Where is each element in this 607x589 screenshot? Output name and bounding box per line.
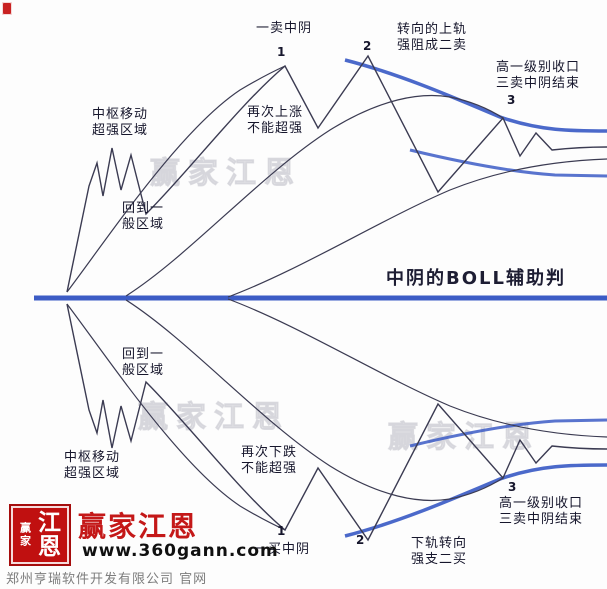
envelope-curve-lower [66, 303, 286, 531]
brand-name: 赢家江恩 [78, 510, 199, 543]
marker-1-top: 1 [277, 45, 286, 59]
corner-seal-mark [2, 2, 12, 15]
label-back-normal-top: 回到一 般区域 [122, 201, 165, 233]
label-first-sell: 一卖中阴 [256, 21, 313, 36]
boll-upper-band-line [344, 58, 607, 133]
brand-website[interactable]: www.360gann.com [82, 541, 279, 561]
marker-3-top: 3 [507, 93, 516, 107]
label-first-buy: 一买中阴 [254, 542, 311, 557]
inner-curve-lower [125, 299, 504, 502]
label-higher-close-bottom: 高一级别收口 三卖中阴结束 [499, 496, 584, 528]
label-higher-close-top: 高一级别收口 三卖中阴结束 [496, 60, 581, 92]
label-fall-again: 再次下跌 不能超强 [241, 445, 298, 477]
brand-company: 郑州亨瑞软件开发有限公司 官网 [6, 572, 208, 587]
boll-lower-inner-line [409, 418, 607, 448]
wedge-edge-upper [227, 158, 607, 298]
label-rise-again: 再次上涨 不能超强 [247, 105, 304, 137]
label-lower-band-turn: 下轨转向 强支二买 [411, 536, 468, 568]
boll-lower-band-line [344, 463, 607, 538]
marker-3-bottom: 3 [508, 480, 517, 494]
brand-logo: 赢家 江恩 [9, 504, 71, 566]
brand-logo-main-text: 江恩 [38, 510, 61, 560]
wedge-edge-lower [227, 298, 607, 438]
marker-2-top: 2 [363, 39, 372, 53]
label-back-normal-bottom: 回到一 般区域 [122, 347, 165, 379]
label-upper-band-turn: 转向的上轨 强阻成二卖 [397, 22, 468, 54]
marker-1-bottom: 1 [277, 524, 286, 538]
price-zigzag-lower [66, 303, 607, 542]
envelope-curve-upper [66, 65, 286, 293]
price-zigzag-upper [66, 54, 607, 293]
brand-logo-side-text: 赢家 [18, 522, 32, 548]
boll-upper-inner-line [409, 148, 607, 178]
inner-curve-upper [125, 94, 504, 297]
label-center-move-bottom: 中枢移动 超强区域 [64, 450, 121, 482]
marker-2-bottom: 2 [356, 533, 365, 547]
diagram-title: 中阴的BOLL辅助判 [386, 268, 566, 289]
label-center-move-top: 中枢移动 超强区域 [92, 107, 149, 139]
